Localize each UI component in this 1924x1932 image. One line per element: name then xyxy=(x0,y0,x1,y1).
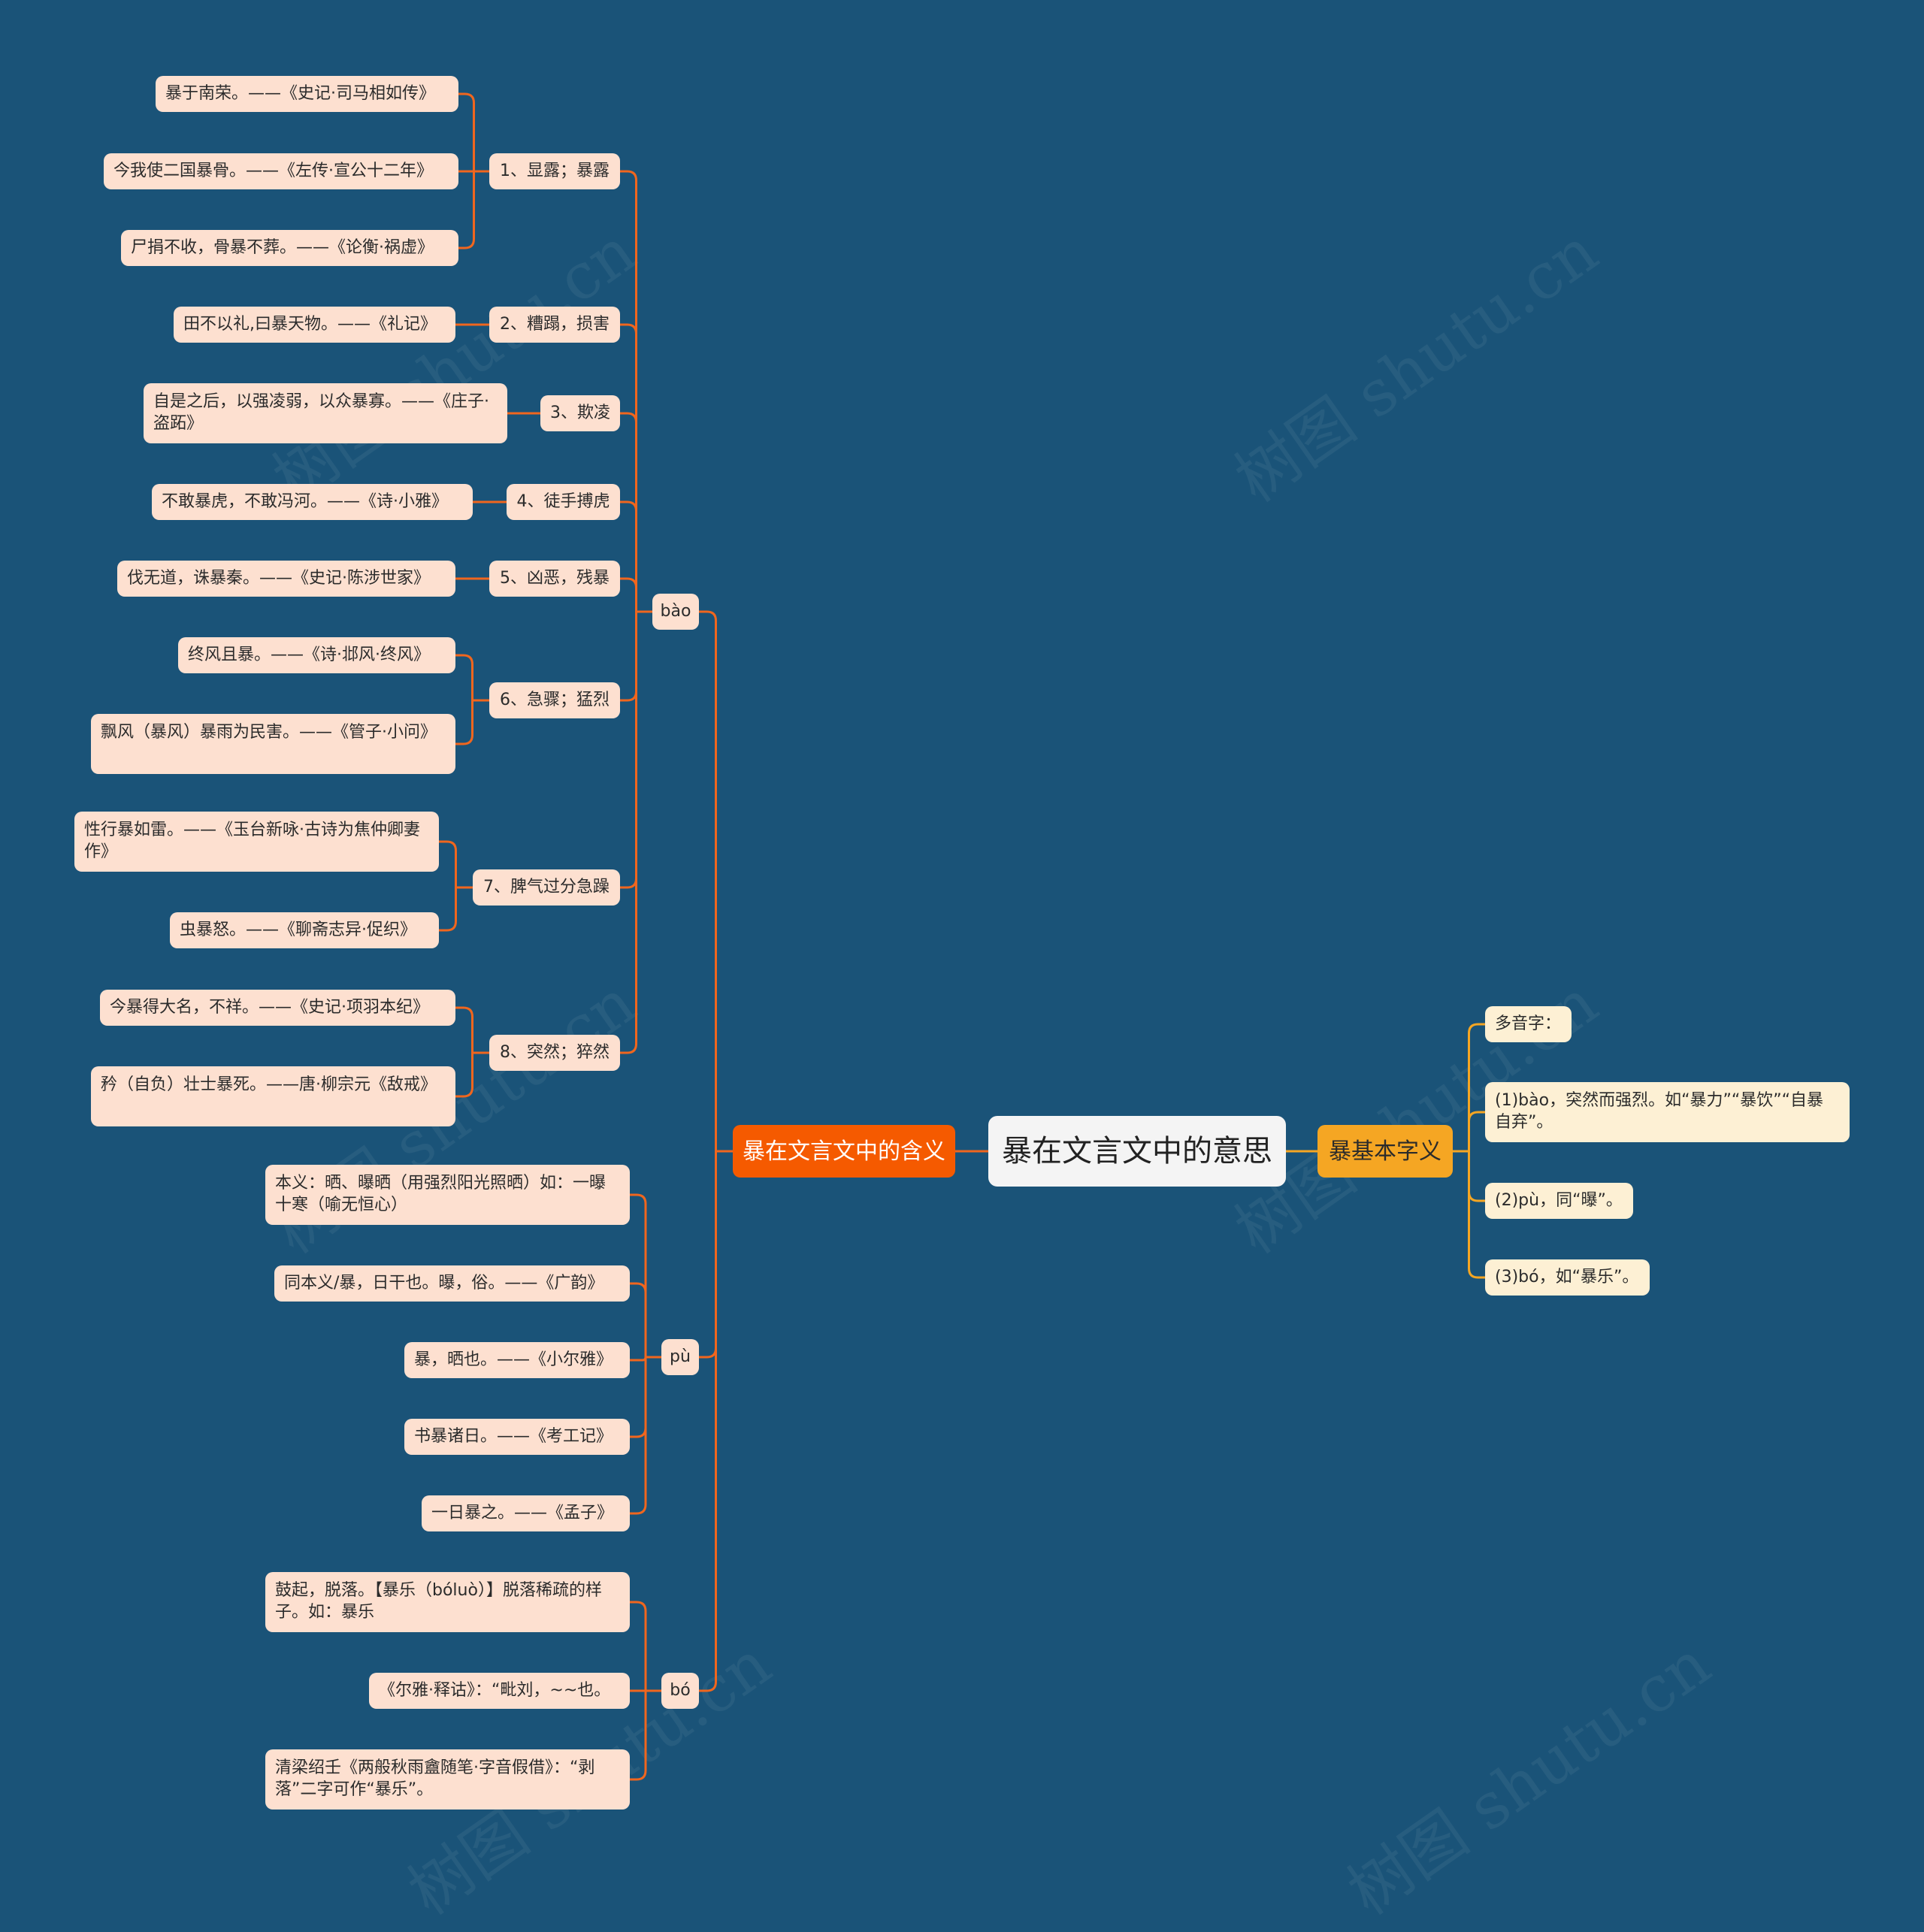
sense-1[interactable]: 1、显露；暴露 xyxy=(489,153,620,189)
example-quote[interactable]: 不敢暴虎，不敢冯河。——《诗·小雅》 xyxy=(152,484,473,520)
example-quote[interactable]: 飘风（暴风）暴雨为民害。——《管子·小问》 xyxy=(91,714,455,774)
basic-meaning-item[interactable]: (3)bó，如“暴乐”。 xyxy=(1485,1259,1650,1296)
bo-item[interactable]: 《尔雅·释诂》：“毗刘，~~也。 xyxy=(369,1673,630,1709)
pronunciation-pu[interactable]: pù xyxy=(661,1339,699,1375)
example-quote[interactable]: 暴于南荣。——《史记·司马相如传》 xyxy=(156,76,458,112)
basic-meaning-item[interactable]: (2)pù，同“曝”。 xyxy=(1485,1183,1633,1219)
connector-line xyxy=(630,1357,647,1438)
connector-line xyxy=(1468,1111,1485,1151)
connector-line xyxy=(458,171,475,249)
example-quote[interactable]: 今暴得大名，不祥。——《史记·项羽本纪》 xyxy=(100,990,455,1026)
connector-line xyxy=(699,610,717,1151)
example-quote[interactable]: 田不以礼,曰暴天物。——《礼记》 xyxy=(174,307,455,343)
sense-4[interactable]: 4、徒手搏虎 xyxy=(507,484,620,520)
connector-line xyxy=(455,654,473,700)
bo-item[interactable]: 鼓起，脱落。【暴乐（bóluò）】脱落稀疏的样子。如：暴乐 xyxy=(265,1572,630,1632)
connector-line xyxy=(439,840,457,887)
connector-line xyxy=(458,92,475,171)
connector-line xyxy=(699,1151,717,1359)
example-quote[interactable]: 终风且暴。——《诗·邶风·终风》 xyxy=(178,637,455,673)
connector-lines xyxy=(439,92,1485,1781)
connector-line xyxy=(630,1357,647,1515)
example-quote[interactable]: 尸捐不收，骨暴不葬。——《论衡·祸虚》 xyxy=(121,230,458,266)
pu-item[interactable]: 同本义/暴，日干也。曝，俗。——《广韵》 xyxy=(274,1265,630,1302)
connector-line xyxy=(1468,1151,1485,1279)
sense-3[interactable]: 3、欺凌 xyxy=(540,395,620,431)
sense-6[interactable]: 6、急骤；猛烈 xyxy=(489,682,620,718)
sense-7[interactable]: 7、脾气过分急躁 xyxy=(473,869,620,906)
pronunciation-bao[interactable]: bào xyxy=(652,594,699,630)
connector-line xyxy=(630,1356,647,1362)
basic-meaning-item[interactable]: 多音字： xyxy=(1485,1006,1572,1042)
connector-line xyxy=(439,887,457,932)
pu-item[interactable]: 暴，晒也。——《小尔雅》 xyxy=(404,1342,630,1378)
connector-line xyxy=(455,700,473,745)
connector-line xyxy=(620,612,637,1054)
connector-line xyxy=(620,170,637,612)
bo-item[interactable]: 清梁绍壬《两般秋雨盦随笔·字音假借》：“剥落”二字可作“暴乐”。 xyxy=(265,1749,630,1810)
connector-line xyxy=(630,1601,647,1691)
connector-line xyxy=(620,412,637,612)
pronunciation-bo[interactable]: bó xyxy=(661,1673,699,1709)
connector-line xyxy=(620,323,637,612)
pu-item[interactable]: 本义：晒、曝晒（用强烈阳光照晒）如：一曝十寒（喻无恒心） xyxy=(265,1165,630,1225)
connector-line xyxy=(620,577,637,612)
connector-line xyxy=(620,612,637,702)
connector-line xyxy=(630,1691,647,1781)
example-quote[interactable]: 伐无道，诛暴秦。——《史记·陈涉世家》 xyxy=(117,561,455,597)
connector-line xyxy=(699,1151,717,1692)
connector-line xyxy=(620,500,637,612)
branch-basic-meaning[interactable]: 暴基本字义 xyxy=(1317,1125,1453,1178)
example-quote[interactable]: 虫暴怒。——《聊斋志异·促织》 xyxy=(170,912,439,948)
example-quote[interactable]: 矜（自负）壮士暴死。——唐·柳宗元《敌戒》 xyxy=(91,1066,455,1126)
example-quote[interactable]: 性行暴如雷。——《玉台新咏·古诗为焦仲卿妻作》 xyxy=(74,812,439,872)
branch-meaning-in-classical[interactable]: 暴在文言文中的含义 xyxy=(733,1125,955,1178)
connector-line xyxy=(455,1006,473,1053)
example-quote[interactable]: 自是之后，以强凌弱，以众暴寡。——《庄子·盗跖》 xyxy=(144,383,507,443)
pu-item[interactable]: 书暴诸日。——《考工记》 xyxy=(404,1419,630,1455)
connector-line xyxy=(620,612,637,889)
pu-item[interactable]: 一日暴之。——《孟子》 xyxy=(422,1495,630,1531)
connector-line xyxy=(1468,1151,1485,1202)
connector-line xyxy=(630,1282,647,1357)
connector-line xyxy=(630,1193,647,1357)
sense-8[interactable]: 8、突然；猝然 xyxy=(489,1035,620,1071)
connector-line xyxy=(455,1053,473,1098)
root-node[interactable]: 暴在文言文中的意思 xyxy=(988,1116,1286,1187)
connector-line xyxy=(1468,1023,1485,1151)
sense-5[interactable]: 5、凶恶，残暴 xyxy=(489,561,620,597)
basic-meaning-item[interactable]: (1)bào，突然而强烈。如“暴力”“暴饮”“自暴自弃”。 xyxy=(1485,1082,1850,1142)
example-quote[interactable]: 今我使二国暴骨。——《左传·宣公十二年》 xyxy=(104,153,458,189)
sense-2[interactable]: 2、糟蹋，损害 xyxy=(489,307,620,343)
